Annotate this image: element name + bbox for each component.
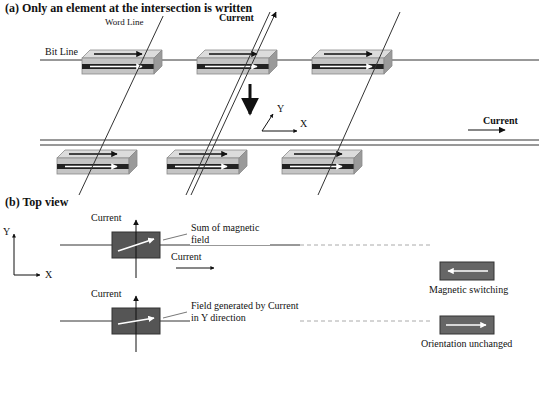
dashed-guide	[300, 245, 430, 246]
mtj-element	[282, 150, 362, 174]
magnetization-arrow	[446, 324, 486, 326]
callout-text: Sum of magnetic field	[190, 222, 270, 245]
axis-label: X	[299, 118, 308, 130]
field-arrow	[118, 239, 154, 251]
current-label: Current	[90, 288, 123, 300]
current-label: Current	[170, 251, 203, 263]
current-line	[40, 140, 539, 141]
mtj-element	[312, 50, 392, 74]
magnetization-arrow	[448, 270, 488, 272]
word-line	[318, 12, 400, 195]
current-arrow	[136, 296, 137, 352]
axis-x	[14, 275, 40, 276]
axis-y	[14, 234, 15, 275]
dashed-guide	[300, 321, 430, 322]
axis-label: Y	[276, 103, 285, 115]
mtj-element	[167, 150, 247, 174]
mtj-element	[82, 50, 162, 74]
panel-heading: (b) Top view	[4, 196, 69, 210]
current-arrow	[136, 220, 137, 278]
word-line	[191, 12, 276, 195]
axis-label: X	[44, 269, 53, 281]
current-label: Current	[482, 115, 519, 127]
line-label: Bit Line	[44, 46, 79, 58]
axis-label: Y	[2, 226, 11, 238]
mtj-element	[57, 150, 137, 174]
word-line	[186, 12, 270, 195]
callout-text: Field generated by Current in Y directio…	[190, 300, 300, 323]
current-arrow	[176, 268, 214, 269]
panel-heading: (a) Only an element at the intersection …	[4, 2, 253, 16]
axis-y	[262, 114, 273, 131]
leader-line	[163, 312, 187, 318]
word-line	[79, 12, 165, 195]
field-arrow	[118, 318, 154, 324]
result-element	[440, 262, 494, 280]
mtj-element	[197, 50, 277, 74]
result-element	[440, 316, 494, 334]
current-line	[40, 145, 539, 146]
current-label: Current	[218, 12, 255, 24]
select-arrow	[249, 84, 252, 114]
current-arrow	[468, 129, 505, 130]
leader-line	[163, 234, 187, 240]
line-label: Word Line	[104, 17, 145, 27]
result-label: Orientation unchanged	[420, 338, 513, 350]
result-label: Magnetic switching	[428, 284, 509, 296]
axis-x	[262, 131, 297, 132]
current-label: Current	[90, 212, 123, 224]
